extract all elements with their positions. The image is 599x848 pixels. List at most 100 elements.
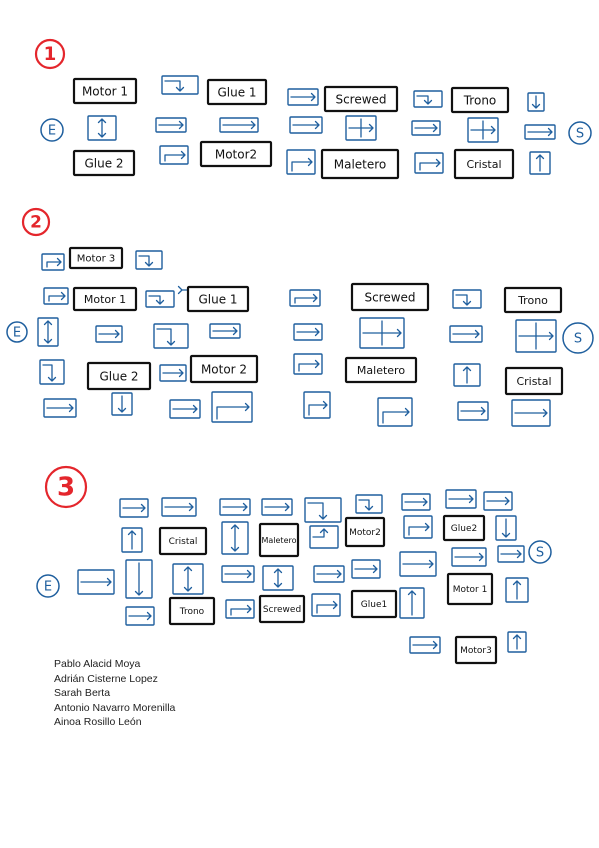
station-label: Motor 2 [201, 362, 247, 376]
conveyor-icon [95, 325, 123, 343]
station-label: Trono [517, 294, 548, 307]
svg-text:S: S [536, 546, 544, 561]
conveyor-icon [445, 489, 477, 509]
conveyor-icon [153, 323, 189, 349]
conveyor-icon [219, 117, 259, 133]
conveyor-icon [452, 289, 482, 309]
conveyor-icon [403, 515, 433, 539]
conveyor-icon [155, 117, 187, 133]
conveyor-icon [169, 399, 201, 419]
svg-text:S: S [574, 332, 582, 347]
conveyor-icon [111, 392, 133, 416]
conveyor-icon [125, 559, 153, 599]
exit-marker: S [562, 322, 594, 354]
conveyor-icon [515, 319, 557, 353]
station-box: Trono [168, 596, 216, 626]
conveyor-icon [87, 115, 117, 141]
conveyor-icon [449, 325, 483, 343]
station-label: Maletero [334, 157, 387, 171]
station-label: Trono [179, 607, 205, 617]
conveyor-icon [145, 290, 175, 308]
conveyor-icon [289, 289, 321, 307]
conveyor-icon [303, 391, 331, 419]
conveyor-icon [507, 631, 527, 653]
author-name: Ainoa Rosillo León [54, 716, 142, 728]
conveyor-icon [161, 497, 197, 517]
station-box: Motor 2 [189, 354, 259, 384]
svg-text:S: S [576, 127, 584, 142]
conveyor-icon [135, 250, 163, 270]
station-box: Motor3 [454, 635, 498, 665]
conveyor-icon [119, 498, 149, 518]
exit-marker: S [528, 540, 552, 564]
station-box: Motor 1 [72, 286, 138, 312]
conveyor-icon [453, 363, 481, 387]
conveyor-icon [261, 498, 293, 516]
station-box: Screwed [323, 85, 399, 113]
station-label: Maletero [357, 364, 405, 377]
conveyor-icon [377, 397, 413, 427]
station-box: Glue2 [442, 514, 486, 542]
station-box: Maletero [258, 522, 300, 558]
station-label: Glue2 [451, 524, 477, 534]
conveyor-icon [209, 323, 241, 339]
station-box: Cristal [453, 148, 515, 180]
conveyor-icon [495, 515, 517, 541]
station-label: Cristal [466, 158, 501, 171]
section-number: 1 [34, 38, 66, 70]
station-box: Motor2 [344, 516, 386, 548]
section-number: 3 [44, 465, 88, 509]
conveyor-icon [221, 521, 249, 555]
station-label: Screwed [335, 92, 386, 106]
svg-text:E: E [13, 326, 21, 341]
conveyor-icon [524, 124, 556, 140]
svg-text:2: 2 [30, 211, 42, 231]
station-label: Motor 3 [77, 254, 115, 265]
svg-text:3: 3 [57, 472, 75, 502]
author-name: Antonio Navarro Morenilla [54, 701, 176, 714]
conveyor-icon [399, 587, 425, 619]
station-label: Glue 1 [198, 292, 237, 306]
conveyor-icon [414, 152, 444, 174]
conveyor-icon [401, 493, 431, 511]
conveyor-icon [293, 323, 323, 341]
conveyor-icon [467, 117, 499, 143]
conveyor-icon [121, 527, 143, 553]
station-label: Cristal [169, 537, 198, 547]
conveyor-icon [161, 75, 199, 95]
station-box: Trono [503, 286, 563, 314]
conveyor-icon [411, 120, 441, 136]
station-label: Glue 2 [84, 156, 123, 170]
conveyor-icon [451, 547, 487, 567]
conveyor-icon [39, 359, 65, 385]
station-label: Motor2 [349, 528, 381, 538]
station-label: Glue 2 [99, 369, 138, 383]
station-box: Motor2 [199, 140, 273, 168]
conveyor-icon [483, 491, 513, 511]
conveyor-icon [529, 151, 551, 175]
entry-marker: E [40, 118, 64, 142]
station-box: Glue 2 [72, 149, 136, 177]
conveyor-icon [351, 559, 381, 579]
station-box: Motor 1 [446, 572, 494, 606]
conveyor-icon [177, 285, 189, 295]
author-list: Pablo Alacid Moya Adrián Cisterne Lopez … [54, 657, 354, 730]
conveyor-icon [159, 145, 189, 165]
conveyor-icon [355, 494, 383, 514]
station-label: Screwed [364, 290, 415, 304]
station-box: Screwed [350, 282, 430, 312]
conveyor-icon [211, 391, 253, 423]
station-label: Screwed [263, 605, 301, 615]
conveyor-icon [309, 525, 339, 549]
conveyor-icon [527, 92, 545, 112]
conveyor-icon [219, 498, 251, 516]
conveyor-icon [457, 401, 489, 421]
entry-marker: E [36, 574, 60, 598]
station-box: Maletero [320, 148, 400, 180]
svg-text:1: 1 [44, 44, 57, 65]
station-box: Trono [450, 86, 510, 114]
station-box: Motor 1 [72, 77, 138, 105]
author-name: Adrián Cisterne Lopez [54, 672, 158, 685]
station-box: Glue 1 [186, 285, 250, 313]
